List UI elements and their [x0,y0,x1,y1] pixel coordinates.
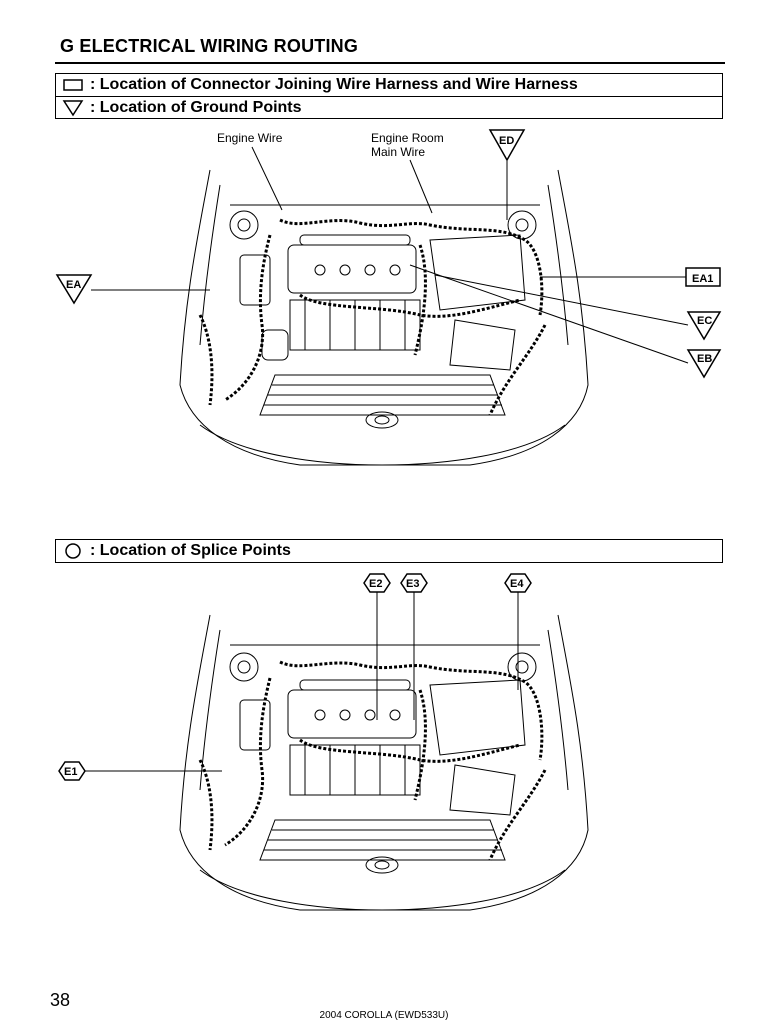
splice-point-e2-icon [363,573,391,593]
body-outline-bottom [179,614,589,911]
page-title: G ELECTRICAL WIRING ROUTING [60,36,359,56]
ground-label-ec: EC [697,315,712,327]
splice-label-e2: E2 [369,578,382,590]
wire-harness-routing-bottom [198,660,547,861]
connector-box-icon [63,79,83,91]
legend-row-ground: : Location of Ground Points [56,96,722,118]
ground-point-ea-icon [55,274,93,305]
strut-tower-left-icon [229,210,259,240]
splice-point-e3-icon [400,573,428,593]
title-divider [55,62,725,64]
legend-connector-text: : Location of Connector Joining Wire Har… [90,76,578,93]
strut-tower-right-icon [507,652,537,682]
cylinder-head-cover [287,244,417,294]
legend-row-connector: : Location of Connector Joining Wire Har… [56,74,722,96]
legend-box-connectors-grounds: : Location of Connector Joining Wire Har… [55,73,723,119]
ground-triangle-icon [62,99,84,116]
splice-label-e3: E3 [406,578,419,590]
strut-tower-left-icon [229,652,259,682]
reservoir [239,254,271,306]
grille [259,374,506,416]
legend-ground-text: : Location of Ground Points [90,98,302,116]
splice-label-e4: E4 [510,578,524,590]
engine-diagram-splices: E2 E3 E4 E1 [58,573,589,911]
label-engine-wire: Engine Wire [217,131,283,145]
splice-point-e1-icon [58,761,86,781]
page-number: 38 [50,990,71,1010]
strut-tower-right-icon [507,210,537,240]
splice-circle-icon [65,543,81,559]
wire-harness-routing [198,218,547,416]
ground-point-ed-icon [488,129,526,162]
body-outline [179,169,589,466]
cylinder-head-cover-bottom [287,689,417,739]
label-engine-room-main-wire-line2: Main Wire [371,145,425,159]
splice-point-e4-icon [504,573,532,593]
label-engine-room-main-wire-line1: Engine Room [371,131,444,145]
legend-box-splices: : Location of Splice Points [55,539,723,563]
legend-row-splice: : Location of Splice Points [56,540,722,562]
emblem-icon [365,411,399,429]
ground-label-eb: EB [697,353,712,365]
engine-diagram-grounds: Engine Wire Engine Room Main Wire ED EA … [55,129,722,466]
grille-bottom [259,819,506,861]
splice-label-e1: E1 [64,766,77,778]
legend-splice-text: : Location of Splice Points [90,542,291,559]
air-cleaner [429,234,526,311]
ground-label-ea: EA [66,279,81,291]
battery [449,319,516,371]
ground-label-ed: ED [499,135,514,147]
ground-point-eb-icon [686,349,722,379]
footer-doc-ref: 2004 COROLLA (EWD533U) [319,1010,449,1021]
intake-manifold [289,299,421,351]
connector-label-ea1: EA1 [692,273,713,285]
emblem-icon [365,856,399,874]
ground-point-ec-icon [686,311,722,341]
